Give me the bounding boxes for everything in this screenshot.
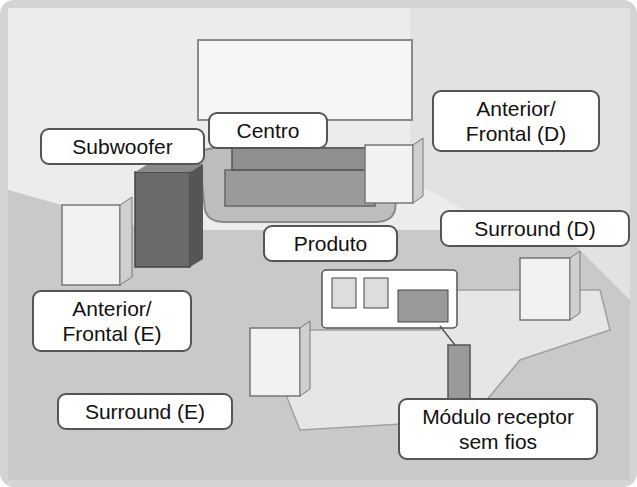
callout-label: Surround (D) (450, 216, 620, 241)
callout-box: Produto (263, 225, 398, 262)
callout-box: Surround (D) (440, 210, 630, 247)
callout-box: Centro (208, 112, 328, 149)
callout-label: Surround (E) (67, 399, 223, 424)
callout-box: Surround (E) (57, 393, 233, 430)
callout-box: Módulo receptor sem fios (398, 398, 598, 460)
callout-label: Subwoofer (50, 134, 195, 159)
callout-label: Módulo receptor sem fios (408, 404, 588, 454)
callout-label: Centro (218, 118, 318, 143)
callout-label: Anterior/ Frontal (D) (442, 96, 590, 146)
callout-box: Anterior/ Frontal (E) (32, 290, 192, 352)
callout-label: Produto (273, 231, 388, 256)
callout-box: Anterior/ Frontal (D) (432, 90, 600, 152)
callout-label: Anterior/ Frontal (E) (42, 296, 182, 346)
callout-box: Subwoofer (40, 128, 205, 165)
